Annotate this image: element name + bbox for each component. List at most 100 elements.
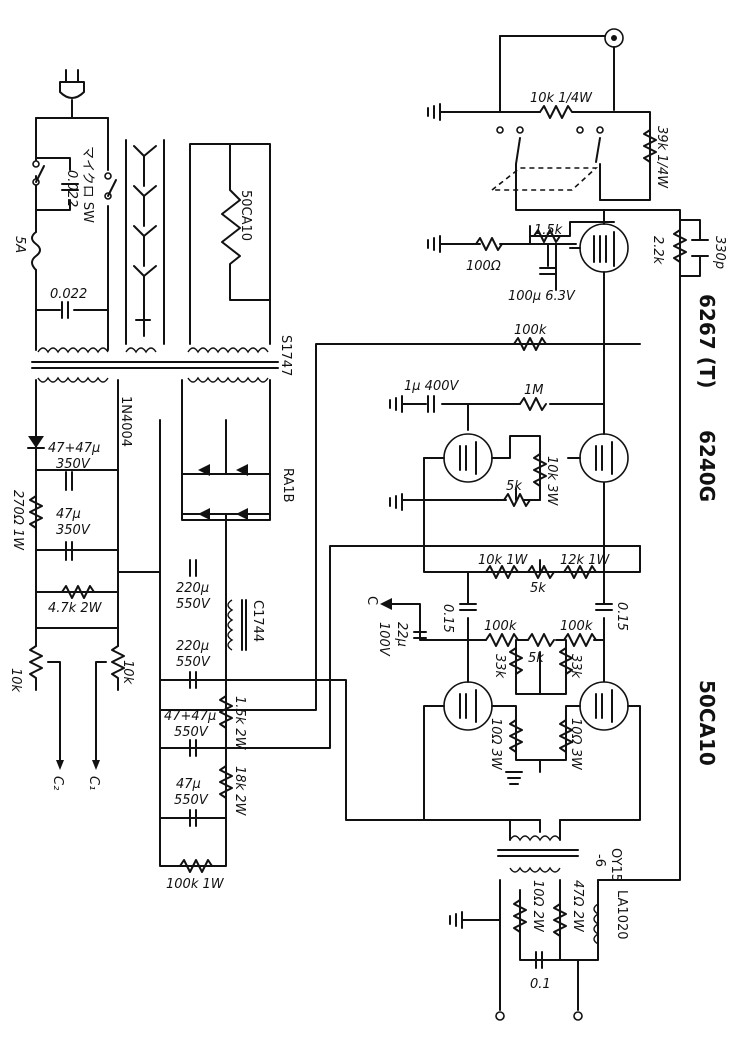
r100k-a-label: 100k <box>484 619 517 634</box>
cap-0022-top-label: 0.022 <box>64 170 79 207</box>
coil-la1020 <box>593 903 600 945</box>
r12k-1w-label: 12k 1W <box>560 553 610 568</box>
capacitor-01 <box>535 951 543 969</box>
bridge-ra1b-label: RA1B <box>280 468 295 503</box>
resistor-12k-1w <box>563 565 597 579</box>
tube-6240g-a <box>423 433 541 483</box>
supply-feed-wires <box>225 343 641 749</box>
c2-label: C₂ <box>50 776 65 790</box>
r1m-label: 1M <box>524 383 544 398</box>
capacitor-1u <box>427 395 435 413</box>
cap-0022-low-label: 0.022 <box>50 287 87 302</box>
resistor-10-3w-b <box>559 719 573 753</box>
cap01-label: 0.1 <box>530 977 551 992</box>
cap220a-label: 220μ <box>176 581 209 596</box>
capacitor-330p <box>679 219 709 277</box>
choke-c1744 <box>227 599 247 651</box>
b-plus-rails <box>159 419 541 867</box>
ac-plug <box>59 69 85 119</box>
r4k7-label: 4.7k 2W <box>48 601 103 616</box>
r10k-quarter-label: 10k 1/4W <box>530 91 593 106</box>
resistor-2k2 <box>673 229 687 263</box>
r33k-a-label: 33k <box>492 654 507 679</box>
cap1u-label: 1μ 400V <box>404 379 459 394</box>
resistor-10k-quarter <box>539 105 581 119</box>
primary-wiring <box>35 117 109 351</box>
resistor-10k-1w <box>485 565 519 579</box>
r2k2-label: 2.2k <box>650 236 665 265</box>
tube-50ca10-b <box>539 681 641 821</box>
r100ohm-label: 100Ω <box>466 259 501 274</box>
cap015b-label: 0.15 <box>614 602 629 631</box>
v350b-label: 350V <box>56 523 91 538</box>
tube-6267-label: 6267 (T) <box>695 294 719 389</box>
heater-50ca10-label: 50CA10 <box>238 190 253 241</box>
pot5k-b-label: 5k <box>530 581 546 596</box>
cap330p-label: 330p <box>712 236 727 269</box>
resistor-270 <box>29 495 43 529</box>
diode-1n4004 <box>27 436 45 449</box>
tube-6240g-b <box>567 419 629 483</box>
tube-50ca10-label: 50CA10 <box>695 680 719 766</box>
c1-label: C₁ <box>86 776 101 790</box>
r18k-label: 18k 2W <box>232 766 247 816</box>
bridge-rectifier <box>181 379 271 561</box>
v550b-label: 550V <box>176 655 211 670</box>
resistor-100k-a <box>485 633 519 647</box>
capacitor-22u <box>413 623 427 639</box>
capacitor-015-b <box>595 603 613 611</box>
tube-6240g-label: 6240G <box>695 430 719 502</box>
tube-6267 <box>569 209 629 421</box>
r10k-3w-label: 10k 3W <box>544 456 559 506</box>
r100k-b-label: 100k <box>560 619 593 634</box>
input-jack <box>499 28 624 111</box>
pot-5k-a <box>503 487 531 507</box>
resistor-10k-3w <box>533 453 547 487</box>
mic-switch <box>32 160 117 200</box>
resistor-1k5-2w <box>219 695 233 729</box>
resistor-1k5 <box>533 229 561 243</box>
resistor-1m <box>519 397 547 411</box>
pot-5k-b <box>527 565 555 579</box>
cap-47-350-label: 47μ <box>56 507 81 522</box>
pot5k-a-label: 5k <box>506 479 522 494</box>
ground-symbols <box>389 103 523 929</box>
r270-label: 270Ω 1W <box>10 490 25 551</box>
fuse-label: 5A <box>12 236 27 253</box>
capacitor-47-550 <box>189 809 197 827</box>
cap22u-label: 22μ <box>394 622 409 647</box>
transformer-oy15-label: OY15 <box>608 848 623 882</box>
capacitor-47-47-550 <box>189 739 197 757</box>
v350a-label: 350V <box>56 457 91 472</box>
resistor-100ohm <box>475 237 503 251</box>
r10-2w-label: 10Ω 2W <box>530 880 545 933</box>
resistor-33k-a <box>509 647 523 675</box>
r10-3w-b-label: 10Ω 3W <box>568 718 583 771</box>
resistor-4k7 <box>61 585 95 599</box>
input-cathode-network <box>439 221 615 291</box>
r1k5-label: 1.5k <box>534 223 563 238</box>
output-transformer <box>423 819 579 873</box>
r10k-1w-label: 10k 1W <box>478 553 528 568</box>
resistor-33k-b <box>559 647 573 675</box>
pot5k-c-label: 5k <box>528 651 544 666</box>
pot-5k-c <box>527 633 555 647</box>
heater-50ca10-block <box>189 143 271 345</box>
capacitor-47-350 <box>65 541 73 561</box>
capacitor-100u <box>539 267 557 275</box>
resistor-100k-1w <box>179 859 213 873</box>
resistor-100k-fb <box>513 337 547 351</box>
v100-label: 100V <box>376 622 391 657</box>
coil-la1020-label: LA1020 <box>614 890 629 940</box>
driver-wiring <box>401 403 641 573</box>
cap47-550-label: 47μ <box>176 777 201 792</box>
diode-1n4004-label: 1N4004 <box>118 396 133 447</box>
resistor-10-2w <box>513 899 527 933</box>
resistor-47-2w <box>553 903 567 937</box>
bias-supply <box>35 379 161 629</box>
pot10k-left-label: 10k <box>8 668 23 693</box>
capacitor-220-b <box>189 671 197 689</box>
capacitor-015-a <box>459 603 477 611</box>
r1k5-2w-label: 1.5k 2W <box>232 696 247 751</box>
